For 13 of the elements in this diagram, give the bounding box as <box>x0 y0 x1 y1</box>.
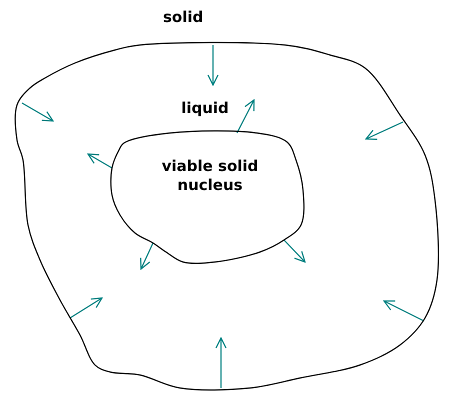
region-label: liquid <box>180 99 230 118</box>
arrow <box>284 240 306 263</box>
arrow <box>22 102 54 122</box>
arrow <box>87 153 112 169</box>
arrow <box>365 121 404 140</box>
region-label: viable solid nucleus <box>160 157 260 195</box>
arrow <box>236 99 255 134</box>
arrow <box>140 242 154 270</box>
arrow <box>70 297 103 318</box>
arrow <box>383 300 424 322</box>
arrow <box>207 45 219 86</box>
region-label: solid <box>163 8 204 26</box>
arrow <box>215 337 227 388</box>
